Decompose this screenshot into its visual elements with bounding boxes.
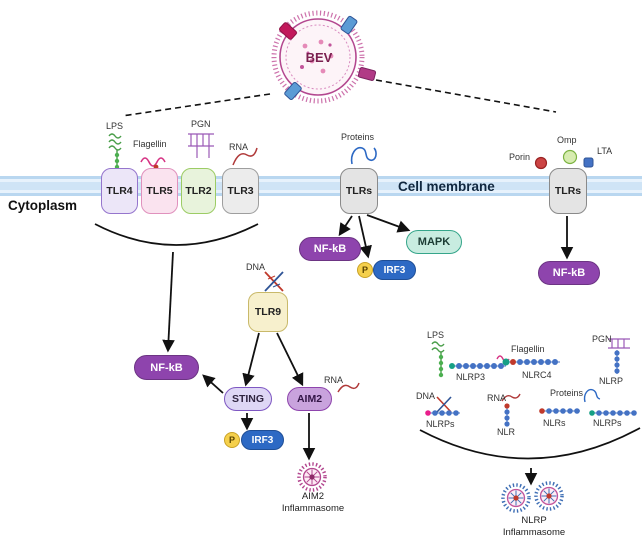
proteins-label: Proteins xyxy=(341,132,375,142)
nlrps-proteins-label: NLRPs xyxy=(593,418,622,428)
endosome-arc-left xyxy=(94,223,259,246)
nlr-rna-label: RNA xyxy=(487,393,507,403)
nlrp-inflammasome-icon-1 xyxy=(501,483,531,513)
mapk-node: MAPK xyxy=(406,230,462,254)
nlrp-inflammasome-caption-line2: Inflammasome xyxy=(502,526,566,538)
dashed-line-left xyxy=(121,93,271,117)
arrow-sting-to-nfkb xyxy=(202,374,224,394)
receptor-tlrs-middle: TLRs xyxy=(340,168,378,214)
lta-label: LTA xyxy=(597,146,613,156)
dna-nlr-icon xyxy=(436,396,452,413)
nlr-arc xyxy=(419,427,641,460)
bev-label: BEV xyxy=(305,50,333,65)
nlrps-dna-chain-icon xyxy=(425,410,460,416)
arrow-tlr9-to-aim2 xyxy=(276,332,304,387)
aim2-inflammasome-caption-line2: Inflammasome xyxy=(281,502,345,514)
omp-label: Omp xyxy=(557,135,577,145)
nlrps-dna-label: NLRPs xyxy=(426,419,455,429)
aim2-node: AIM2 xyxy=(287,387,332,411)
rna-aim2-icon xyxy=(337,382,360,393)
aim2-inflammasome-caption-line1: AIM2 xyxy=(301,491,325,502)
rna-nlr-icon xyxy=(501,393,521,402)
receptor-tlr3: TLR3 xyxy=(222,168,259,214)
nlr-chain-icon xyxy=(504,403,510,427)
dna-label: DNA xyxy=(246,262,266,272)
dashed-line-right xyxy=(375,79,557,113)
omp-icon xyxy=(562,149,578,165)
rna-icon xyxy=(232,147,258,166)
proteins-nlr-icon xyxy=(583,388,601,403)
nlrp-inflammasome-caption: NLRP Inflammasome xyxy=(491,515,577,539)
lps-nlr-icon xyxy=(431,341,445,378)
receptor-tlr2: TLR2 xyxy=(181,168,216,214)
porin-icon xyxy=(534,156,548,170)
nlr-label: NLR xyxy=(497,427,516,437)
nlrp3-label: NLRP3 xyxy=(456,372,486,382)
pgn-icon xyxy=(188,133,214,158)
nfkb-node-middle: NF-kB xyxy=(299,237,361,261)
rna-aim2-label: RNA xyxy=(324,375,344,385)
nlrp-label: NLRP xyxy=(599,376,624,386)
pgn-label: PGN xyxy=(191,119,211,129)
nlrc4-chain-icon xyxy=(502,358,560,366)
receptor-tlr4: TLR4 xyxy=(101,168,138,214)
nfkb-node-right: NF-kB xyxy=(538,261,600,285)
nlrp-chain-icon xyxy=(614,350,620,374)
nlrps-proteins-chain-icon xyxy=(589,410,637,416)
aim2-inflammasome-icon xyxy=(297,462,327,492)
cytoplasm-label: Cytoplasm xyxy=(8,198,78,213)
pgn-nlr-icon xyxy=(608,338,630,349)
nlrs-label: NLRs xyxy=(543,418,566,428)
lps-icon xyxy=(108,133,122,170)
phospho-badge-middle: P xyxy=(357,262,373,278)
bev-vesicle-icon xyxy=(271,10,377,104)
nlrp3-chain-icon xyxy=(449,363,506,369)
receptor-tlrs-right: TLRs xyxy=(549,168,587,214)
aim2-inflammasome-caption: AIM2 Inflammasome xyxy=(273,491,353,515)
nlrs-chain-icon xyxy=(539,408,580,414)
nlr-lps-label: LPS xyxy=(427,330,445,340)
arrow-tlrs-to-nfkb xyxy=(338,215,353,237)
porin-label: Porin xyxy=(509,152,531,162)
dna-icon xyxy=(264,271,284,292)
lta-icon xyxy=(583,157,594,168)
nlr-pgn-label: PGN xyxy=(592,334,612,344)
flagellin-label: Flagellin xyxy=(133,139,167,149)
irf3-node-middle: IRF3 xyxy=(373,260,416,280)
rna-label: RNA xyxy=(229,142,249,152)
irf3-node-left: IRF3 xyxy=(241,430,284,450)
proteins-icon xyxy=(350,146,377,165)
cell-membrane-label: Cell membrane xyxy=(398,179,495,194)
nlr-dna-label: DNA xyxy=(416,391,436,401)
nlr-flagellin-label: Flagellin xyxy=(511,344,545,354)
arrow-tlr9-to-sting xyxy=(242,332,260,387)
receptor-tlr9: TLR9 xyxy=(248,292,288,332)
nlrc4-label: NLRC4 xyxy=(522,370,552,380)
lps-label: LPS xyxy=(106,121,124,131)
receptor-tlr5: TLR5 xyxy=(141,168,178,214)
phospho-badge-left: P xyxy=(224,432,240,448)
nlrp-inflammasome-caption-line1: NLRP xyxy=(521,515,547,526)
arrow-tlrs-to-irf3 xyxy=(358,215,372,259)
nlr-proteins-label: Proteins xyxy=(550,388,584,398)
arrow-tlrs-to-mapk xyxy=(366,214,411,233)
sting-node: STING xyxy=(224,387,272,411)
arrow-endosome-to-nfkb xyxy=(162,251,175,353)
nlrp-inflammasome-icon-2 xyxy=(534,481,564,511)
nfkb-node-left: NF-kB xyxy=(134,355,199,380)
